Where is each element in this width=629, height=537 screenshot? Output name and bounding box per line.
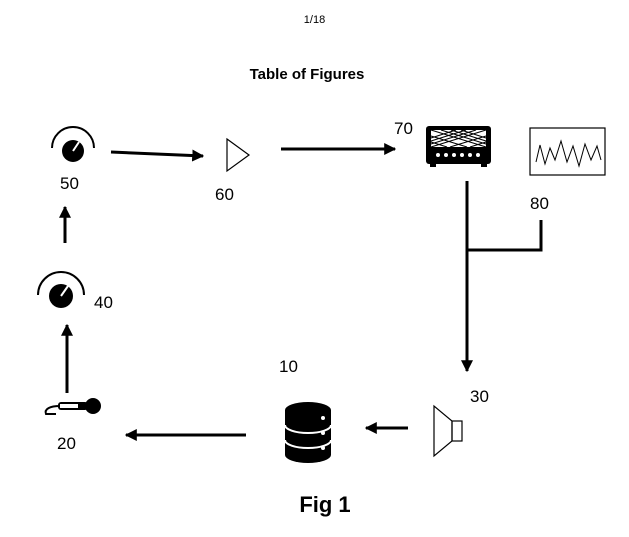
label-50: 50 xyxy=(60,174,79,194)
figure-caption: Fig 1 xyxy=(0,492,629,518)
label-80: 80 xyxy=(530,194,549,214)
microphone-icon xyxy=(46,398,101,414)
branch-line-80 xyxy=(467,220,541,250)
knob-icon-50 xyxy=(52,127,94,162)
label-70: 70 xyxy=(394,119,413,139)
waveform-display-icon xyxy=(530,128,605,175)
arrow-50-to-60 xyxy=(111,152,203,156)
label-10: 10 xyxy=(279,357,298,377)
label-40: 40 xyxy=(94,293,113,313)
amplifier-triangle-icon xyxy=(227,139,249,171)
speaker-icon xyxy=(434,406,462,456)
amp-head-icon xyxy=(426,126,491,167)
knob-icon-40 xyxy=(38,272,84,308)
label-20: 20 xyxy=(57,434,76,454)
label-30: 30 xyxy=(470,387,489,407)
label-60: 60 xyxy=(215,185,234,205)
database-icon xyxy=(285,402,331,463)
